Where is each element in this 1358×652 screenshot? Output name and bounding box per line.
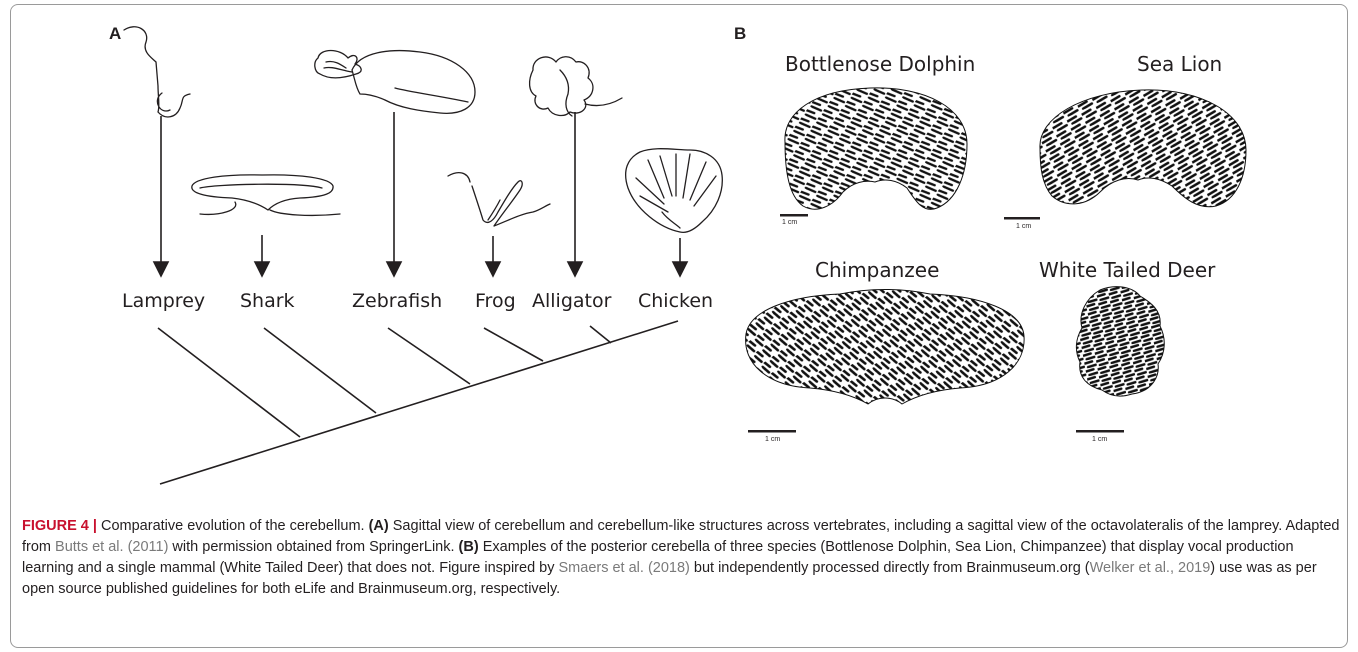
panel-b-label: B (734, 24, 746, 44)
caption-figure-label: FIGURE 4 | (22, 518, 97, 534)
caption-tag-a: (A) (369, 518, 389, 534)
caption-tag-b: (B) (459, 539, 479, 555)
species-label-alligator: Alligator (532, 290, 611, 312)
scale-label-sea-lion: 1 cm (1016, 223, 1031, 230)
species-label-zebrafish: Zebrafish (352, 290, 442, 312)
species-label-chicken: Chicken (638, 290, 713, 312)
section-title-white-tailed-deer: White Tailed Deer (1039, 258, 1215, 282)
scale-label-bottlenose-dolphin: 1 cm (782, 219, 797, 226)
frog-sketch (448, 173, 550, 226)
caption-ref-welker[interactable]: Welker et al., 2019 (1090, 560, 1211, 576)
lamprey-sketch (124, 27, 190, 117)
chicken-sketch (626, 149, 723, 233)
tree-trunk (160, 321, 678, 484)
caption-ref-butts[interactable]: Butts et al. (2011) (55, 539, 168, 555)
caption-text-a2: with permission obtained from SpringerLi… (168, 539, 458, 555)
caption-ref-smaers[interactable]: Smaers et al. (2018) (559, 560, 690, 576)
species-label-lamprey: Lamprey (122, 290, 205, 312)
figure-caption: FIGURE 4 | Comparative evolution of the … (22, 516, 1340, 600)
section-image-chimpanzee (740, 284, 1030, 409)
scale-bar-chimpanzee (748, 430, 800, 434)
section-image-bottlenose-dolphin (775, 82, 975, 217)
section-title-sea-lion: Sea Lion (1137, 52, 1222, 76)
species-label-shark: Shark (240, 290, 295, 312)
section-title-bottlenose-dolphin: Bottlenose Dolphin (785, 52, 975, 76)
scale-label-white-tailed-deer: 1 cm (1092, 436, 1107, 443)
scale-bar-sea-lion (1004, 217, 1048, 221)
section-title-chimpanzee: Chimpanzee (815, 258, 939, 282)
alligator-sketch (530, 57, 622, 116)
scale-label-chimpanzee: 1 cm (765, 436, 780, 443)
section-image-white-tailed-deer (1070, 282, 1170, 402)
section-image-sea-lion (1032, 84, 1252, 212)
zebrafish-sketch (315, 51, 475, 114)
caption-intro: Comparative evolution of the cerebellum. (97, 518, 369, 534)
shark-sketch (192, 175, 340, 216)
scale-bar-white-tailed-deer (1076, 430, 1128, 434)
species-label-frog: Frog (475, 290, 516, 312)
scale-bar-bottlenose-dolphin (780, 214, 820, 218)
caption-text-b2: but independently processed directly fro… (690, 560, 1090, 576)
